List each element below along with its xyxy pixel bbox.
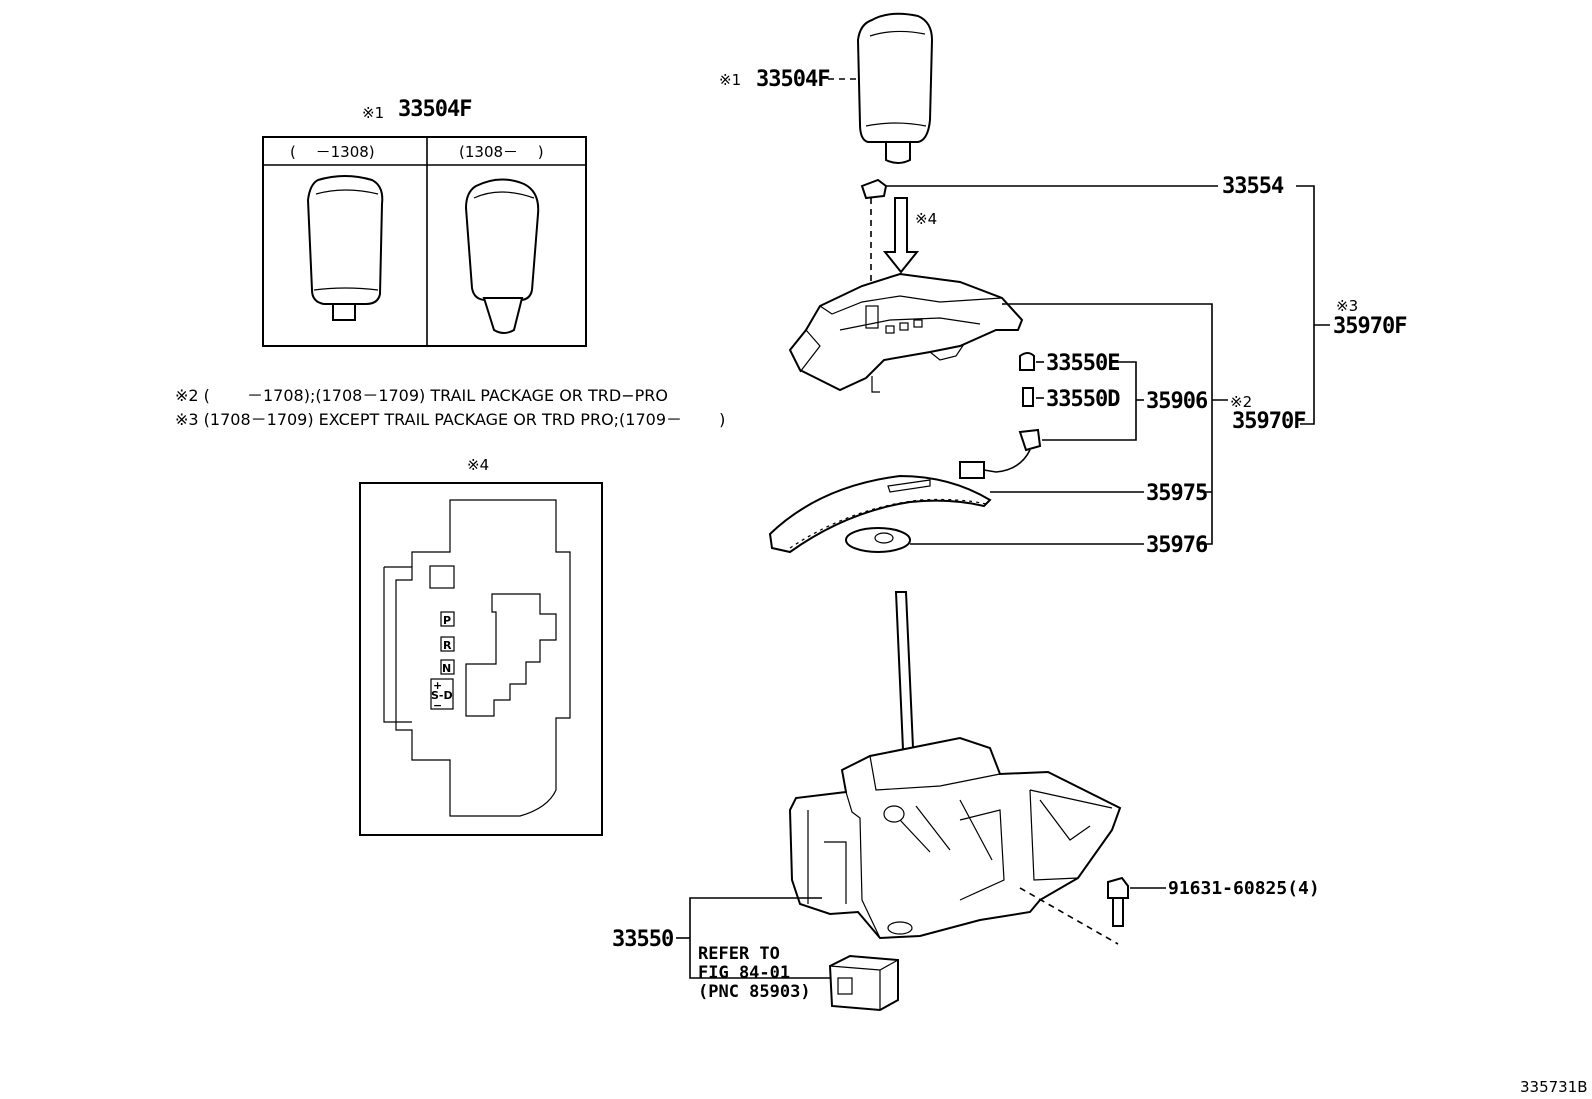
bulb-33550E <box>1019 352 1035 371</box>
connector-85903 <box>828 954 899 1012</box>
gate-minus-label: − <box>433 699 442 712</box>
gate-n-label: N <box>442 662 451 675</box>
part-number-35975: 35975 <box>1146 481 1207 506</box>
figure-id: 335731B <box>1520 1078 1588 1096</box>
bracket-35906 <box>1042 361 1137 441</box>
bulb-holder-33554 <box>860 178 888 340</box>
part-number-33550: 33550 <box>612 927 673 952</box>
part-number-33554: 33554 <box>1222 174 1284 199</box>
knob-late-drawing <box>464 178 540 334</box>
knob-early-drawing <box>306 175 384 321</box>
gate-plus-label: + <box>433 679 442 692</box>
part-number-35970F-sub: 35970F <box>1232 409 1305 434</box>
wire-harness-35906 <box>959 428 1042 479</box>
inset-col-early: ( －1308) <box>290 143 375 161</box>
part-number-bolt: 91631-60825(4) <box>1168 878 1320 899</box>
indicator-housing <box>788 272 1024 393</box>
note-3: ※3 (1708－1709) EXCEPT TRAIL PACKAGE OR T… <box>175 410 725 429</box>
shift-knob-main <box>856 12 934 164</box>
assy-marker-3: ※3 <box>1336 297 1358 315</box>
knob-main-part-number: 33504F <box>756 67 829 92</box>
bracket-35970F-main <box>1296 185 1330 425</box>
part-number-35970F-main: 35970F <box>1333 314 1406 339</box>
knob-variant-inset: ( －1308) (1308－ ) <box>262 136 587 347</box>
part-number-35976: 35976 <box>1146 533 1208 558</box>
note-2: ※2 ( －1708);(1708－1709) TRAIL PACKAGE OR… <box>175 386 668 405</box>
bolt-91631-60825 <box>1107 876 1129 927</box>
part-number-33550E: 33550E <box>1046 351 1119 376</box>
inset-col-late: (1308－ ) <box>459 143 544 161</box>
shifter-assembly-33550 <box>788 591 1122 940</box>
refer-line-1: REFER TO <box>698 944 780 964</box>
plate-35976 <box>845 527 911 553</box>
bracket-35970F-sub <box>1002 303 1228 545</box>
assy-marker-2: ※2 <box>1230 393 1252 411</box>
shift-gate-inset: P R N + S-D − <box>359 482 603 836</box>
refer-line-2: FIG 84-01 <box>698 963 790 983</box>
bulb-33550D <box>1022 387 1034 407</box>
indicator-plate-35975 <box>768 474 992 554</box>
bolt-dash-line <box>1019 887 1119 945</box>
knob-inset-part-number: 33504F <box>398 97 471 122</box>
refer-line-3: (PNC 85903) <box>698 982 811 1002</box>
knob-main-marker: ※1 <box>719 71 741 89</box>
install-arrow <box>882 197 920 274</box>
gate-p-label: P <box>443 614 451 627</box>
gate-sd-label: S-D <box>431 689 453 702</box>
arrow-marker: ※4 <box>915 210 937 228</box>
part-number-33550D: 33550D <box>1046 387 1120 412</box>
part-number-35906: 35906 <box>1146 389 1208 414</box>
gate-inset-title: ※4 <box>467 456 489 474</box>
knob-inset-marker: ※1 <box>362 104 384 122</box>
gate-r-label: R <box>443 639 452 652</box>
